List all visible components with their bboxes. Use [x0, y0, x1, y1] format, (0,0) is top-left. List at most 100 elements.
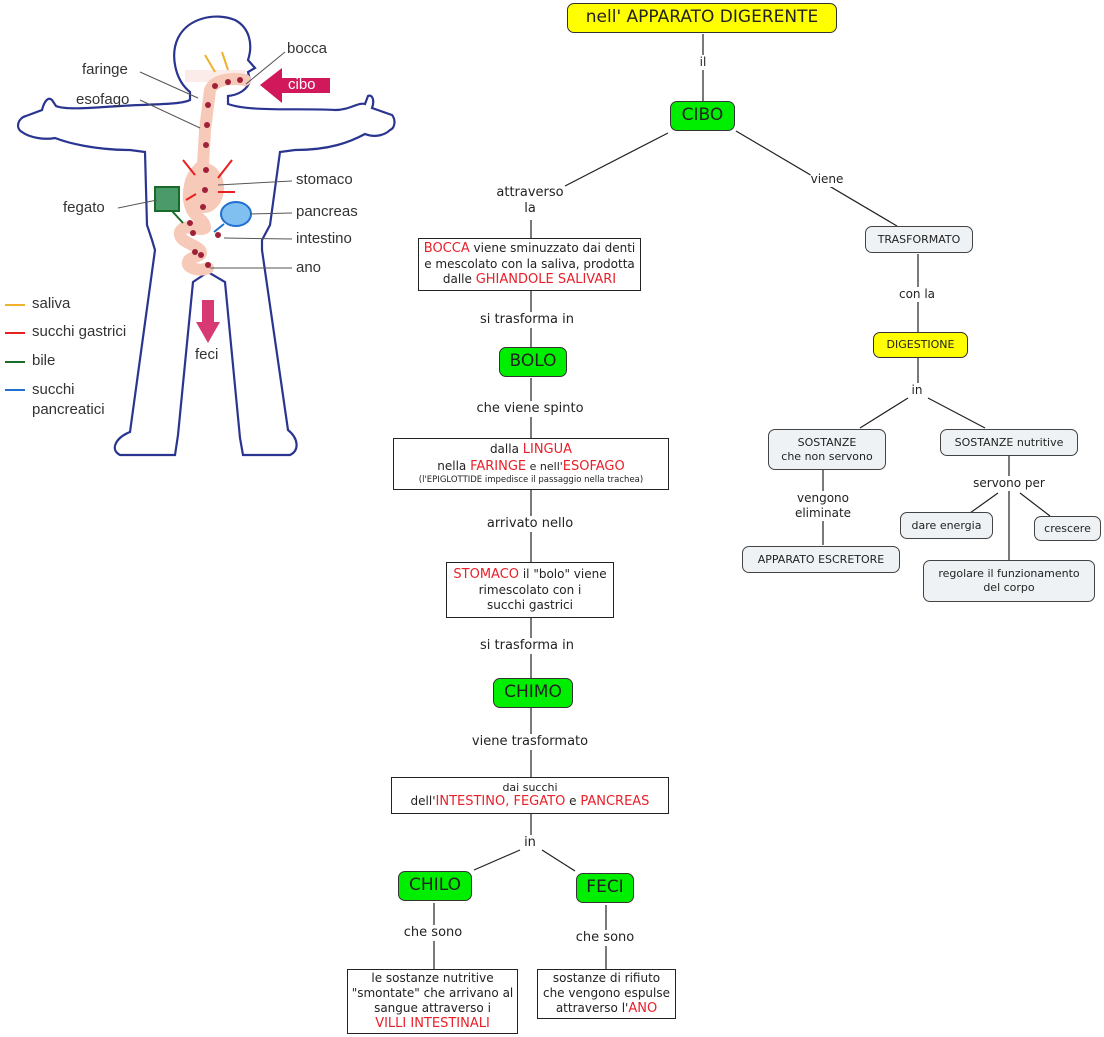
highlight-esofago: ESOFAGO: [562, 458, 625, 474]
bocca-line1-rest: viene sminuzzato dai denti: [469, 240, 636, 255]
legend-succhi-pancreatici: succhi pancreatici: [32, 380, 105, 419]
connector: [473, 849, 521, 871]
legend-succhi-pancreatici-line1: succhi: [32, 381, 75, 398]
legend-saliva: saliva: [32, 295, 71, 312]
succhi-line2-a: dell': [410, 794, 436, 809]
highlight-villi-intestinali: VILLI INTESTINALI: [375, 1015, 490, 1031]
food-intake-arrow: [260, 68, 330, 103]
node-regolare[interactable]: regolare il funzionamento del corpo: [923, 560, 1095, 602]
link-vengono-eliminate: vengono eliminate: [794, 491, 852, 521]
sostanze-non-line1: SOSTANZE: [797, 435, 857, 449]
link-con-la: con la: [898, 287, 936, 302]
bocca-line3-start: dalle: [442, 272, 476, 286]
feces-arrow: [196, 300, 220, 343]
node-stomaco-box[interactable]: STOMACO il "bolo" viene rimescolato con …: [446, 562, 614, 618]
feci-line1: sostanze di rifiuto: [552, 970, 661, 985]
link-arrivato-nello: arrivato nello: [486, 516, 574, 533]
sostanze-non-line2: che non servono: [781, 449, 873, 463]
connector: [859, 397, 909, 429]
node-sostanze-nutritive[interactable]: SOSTANZE nutritive: [940, 429, 1078, 456]
node-chilo-box[interactable]: le sostanze nutritive "smontate" che arr…: [347, 969, 518, 1034]
node-digestione[interactable]: DIGESTIONE: [873, 332, 968, 358]
node-succhi-box[interactable]: dai succhi dell'INTESTINO, FEGATO e PANC…: [391, 777, 669, 814]
gastric-juice-arrows: [182, 159, 235, 201]
lingua-line2-c: e nell': [526, 459, 563, 473]
feci-line2: che vengono espulse: [542, 985, 671, 1000]
chilo-line2: "smontate" che arrivano al: [351, 985, 514, 1000]
chilo-line1: le sostanze nutritive: [371, 970, 494, 985]
node-sostanze-non-servono[interactable]: SOSTANZE che non servono: [768, 429, 886, 470]
saliva-arrow: [204, 54, 216, 73]
label-esofago: esofago: [76, 91, 130, 108]
link-si-trasforma-2: si trasforma in: [480, 638, 574, 655]
node-lingua-box[interactable]: dalla LINGUA nella FARINGE e nell'ESOFAG…: [393, 438, 669, 490]
connector: [1019, 492, 1051, 517]
saliva-arrow: [221, 51, 229, 71]
stomaco-line1: STOMACO il "bolo" viene: [453, 567, 606, 583]
link-vengono: vengono: [797, 491, 849, 505]
node-bocca-box[interactable]: BOCCA viene sminuzzato dai denti e mesco…: [418, 238, 641, 291]
link-attraverso: attraverso la: [496, 185, 564, 218]
node-apparato-digerente[interactable]: nell' APPARATO DIGERENTE: [567, 3, 837, 33]
bocca-line2: e mescolato con la saliva, prodotta: [424, 257, 635, 271]
bocca-line1: BOCCA viene sminuzzato dai denti: [424, 241, 635, 257]
label-bocca: bocca: [287, 40, 328, 57]
succhi-line2-c: e: [565, 794, 581, 809]
lingua-line1: dalla LINGUA: [490, 442, 572, 458]
succhi-line2: dell'INTESTINO, FEGATO e PANCREAS: [411, 794, 650, 810]
node-apparato-escretore[interactable]: APPARATO ESCRETORE: [742, 546, 900, 573]
feci-line3: attraverso l'ANO: [556, 1001, 657, 1017]
node-cibo[interactable]: CIBO: [670, 101, 735, 131]
node-crescere[interactable]: crescere: [1034, 516, 1101, 541]
link-attraverso-line2: la: [524, 201, 536, 217]
link-viene-trasformato: viene trasformato: [471, 734, 589, 751]
node-chilo[interactable]: CHILO: [398, 871, 472, 901]
regolare-line1: regolare il funzionamento: [938, 567, 1080, 581]
label-intestino: intestino: [296, 230, 352, 247]
bocca-line3: dalle GHIANDOLE SALIVARI: [443, 272, 616, 288]
highlight-ghiandole-salivari: GHIANDOLE SALIVARI: [475, 272, 617, 287]
lingua-line3: (l'EPIGLOTTIDE impedisce il passaggio ne…: [418, 474, 644, 485]
food-particles: [187, 77, 243, 268]
highlight-bocca: BOCCA: [423, 240, 470, 256]
stomaco-line1-rest: il "bolo" viene: [519, 566, 607, 581]
bile-arrow: [171, 210, 184, 224]
lingua-line2-a: nella: [437, 458, 471, 473]
link-servono-per: servono per: [973, 476, 1045, 491]
connector: [927, 397, 986, 429]
stomaco-line2: rimescolato con i: [478, 583, 582, 598]
label-ano: ano: [296, 259, 322, 276]
label-fegato: fegato: [63, 199, 105, 216]
node-bolo[interactable]: BOLO: [499, 347, 567, 377]
lingua-line2: nella FARINGE e nell'ESOFAGO: [437, 459, 624, 475]
stomaco-line3: succhi gastrici: [487, 598, 573, 613]
highlight-lingua: LINGUA: [522, 442, 573, 458]
label-faringe: faringe: [82, 61, 128, 78]
pancreatic-arrow: [213, 223, 225, 233]
node-chimo[interactable]: CHIMO: [493, 678, 573, 708]
connector: [969, 492, 999, 514]
link-che-viene-spinto: che viene spinto: [476, 401, 584, 418]
label-cibo: cibo: [288, 76, 316, 93]
highlight-faringe: FARINGE: [470, 458, 527, 474]
label-pancreas: pancreas: [296, 203, 358, 220]
node-dare-energia[interactable]: dare energia: [900, 512, 993, 539]
legend-arrows: [5, 304, 25, 391]
node-feci-box[interactable]: sostanze di rifiuto che vengono espulse …: [537, 969, 676, 1019]
label-feci: feci: [195, 346, 219, 363]
legend-succhi-pancreatici-line2: pancreatici: [32, 400, 105, 418]
link-che-sono-2: che sono: [575, 930, 635, 947]
highlight-pancreas: PANCREAS: [580, 794, 650, 810]
link-il: il: [699, 55, 707, 70]
digestive-system-illustration: [5, 15, 396, 457]
link-in-2: in: [911, 383, 923, 398]
highlight-intestino-fegato: INTESTINO, FEGATO: [435, 794, 566, 810]
legend-bile: bile: [32, 352, 56, 369]
link-eliminate: eliminate: [794, 506, 852, 520]
connector: [564, 132, 669, 187]
node-feci[interactable]: FECI: [576, 873, 634, 903]
chilo-line3: sangue attraverso i: [374, 1000, 491, 1015]
node-trasformato[interactable]: TRASFORMATO: [865, 226, 973, 253]
regolare-line2: del corpo: [983, 581, 1035, 594]
